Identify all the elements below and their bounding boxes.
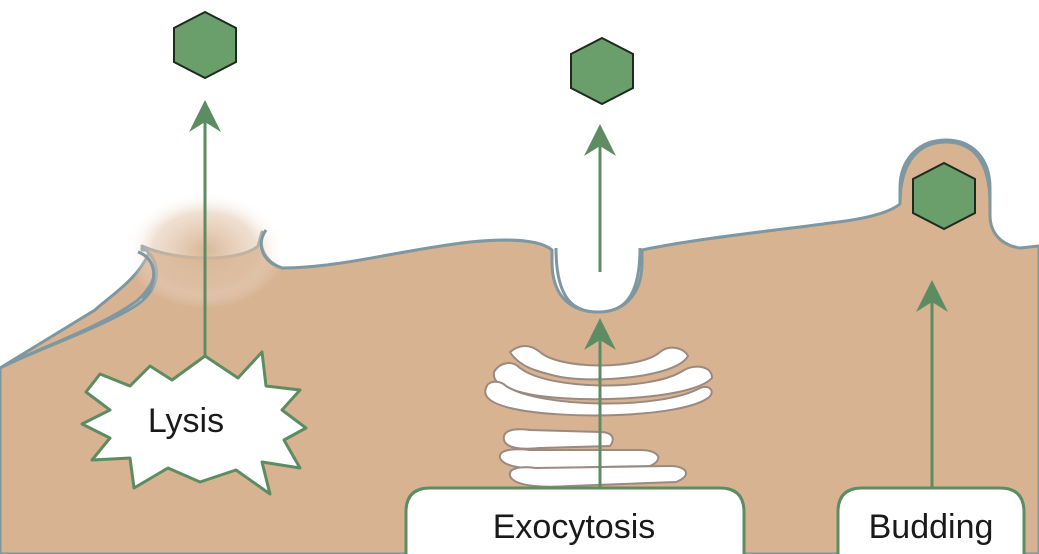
exocytosis-label: Exocytosis bbox=[493, 508, 656, 546]
hexagon-icon bbox=[174, 12, 236, 78]
exocytosis-label-box: Exocytosis bbox=[406, 488, 744, 554]
budding-label-box: Budding bbox=[838, 488, 1024, 554]
virions bbox=[174, 12, 975, 229]
budding-label: Budding bbox=[869, 508, 994, 546]
er-fold-1 bbox=[504, 429, 613, 448]
hexagon-icon bbox=[571, 38, 633, 104]
exocytosis-vesicle bbox=[556, 248, 640, 312]
lysis-label: Lysis bbox=[148, 402, 224, 440]
er-fold-3 bbox=[510, 466, 686, 487]
